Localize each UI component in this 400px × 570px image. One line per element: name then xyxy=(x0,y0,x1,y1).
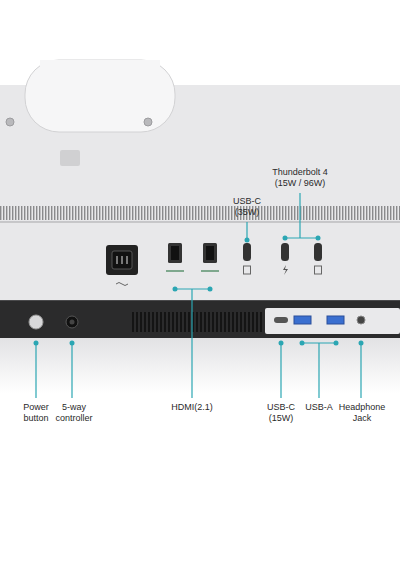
lower-fade xyxy=(0,338,400,393)
vent-slats xyxy=(130,312,262,332)
five-way-controller xyxy=(66,316,78,328)
leader-line xyxy=(191,289,192,398)
port-icon xyxy=(244,266,251,274)
inlet-frame xyxy=(106,245,138,275)
callout-label: Thunderbolt 4 (15W / 96W) xyxy=(266,167,334,190)
screw xyxy=(144,118,152,126)
headphone-jack xyxy=(357,316,365,324)
thunderbolt-port xyxy=(281,243,289,261)
thunderbolt-icon xyxy=(283,265,288,275)
bottom-bar xyxy=(0,300,400,338)
port-marking xyxy=(201,270,219,272)
leader-dots xyxy=(34,236,364,346)
ac-symbol xyxy=(116,283,128,286)
inlet-socket xyxy=(112,251,132,269)
leader-dot xyxy=(34,341,39,346)
usb-c-port xyxy=(274,317,288,323)
power-inlet xyxy=(106,245,138,286)
callout-label: Headphone Jack xyxy=(336,402,388,425)
callout-label: USB-C (35W) xyxy=(228,196,266,219)
stand-mount xyxy=(6,60,175,166)
leader-line xyxy=(360,343,361,398)
bar-edge xyxy=(0,300,400,301)
usb-a-port xyxy=(294,316,311,324)
leader-dot xyxy=(359,341,364,346)
hdmi-socket xyxy=(206,246,214,260)
leader-dot xyxy=(300,341,305,346)
port-icon xyxy=(315,266,322,274)
leader-dot xyxy=(279,341,284,346)
leader-dot xyxy=(316,236,321,241)
stand-base xyxy=(25,60,175,132)
hdmi-ports xyxy=(166,243,219,272)
usb-c-port xyxy=(243,243,251,261)
latch xyxy=(60,150,80,166)
leader-dot xyxy=(283,236,288,241)
leader-line xyxy=(246,222,247,240)
leader-dot xyxy=(245,238,250,243)
leader-line xyxy=(318,343,319,398)
leader-line xyxy=(280,343,281,398)
callout-label: HDMI(2.1) xyxy=(162,402,222,413)
stand-neck xyxy=(40,60,160,90)
hdmi-port xyxy=(168,243,182,263)
pin xyxy=(126,256,128,264)
leader-dot xyxy=(208,287,213,292)
controller-stick xyxy=(70,320,75,325)
power-button xyxy=(29,315,43,329)
callout-label: USB-A xyxy=(301,402,337,413)
leader-lines xyxy=(36,193,361,398)
hdmi-port xyxy=(203,243,217,263)
leader-dot xyxy=(70,341,75,346)
port-marking xyxy=(166,270,184,272)
pin xyxy=(121,256,123,264)
hdmi-socket xyxy=(171,246,179,260)
vent-ribs xyxy=(0,206,400,220)
pin xyxy=(116,256,118,264)
callout-label: USB-C (15W) xyxy=(263,402,299,425)
leader-line xyxy=(71,343,72,398)
leader-line xyxy=(299,193,300,238)
callout-label: Power button xyxy=(14,402,58,425)
leader-line xyxy=(285,237,318,238)
leader-dot xyxy=(334,341,339,346)
thunderbolt-port xyxy=(314,243,322,261)
panel-edge xyxy=(0,222,400,223)
callout-label: 5-way controller xyxy=(48,402,100,425)
usb-c-thunderbolt-ports xyxy=(243,243,322,275)
side-port-panel xyxy=(265,308,400,334)
leader-dot xyxy=(173,287,178,292)
screw xyxy=(6,118,14,126)
leader-line xyxy=(35,343,36,398)
usb-a-port xyxy=(327,316,344,324)
